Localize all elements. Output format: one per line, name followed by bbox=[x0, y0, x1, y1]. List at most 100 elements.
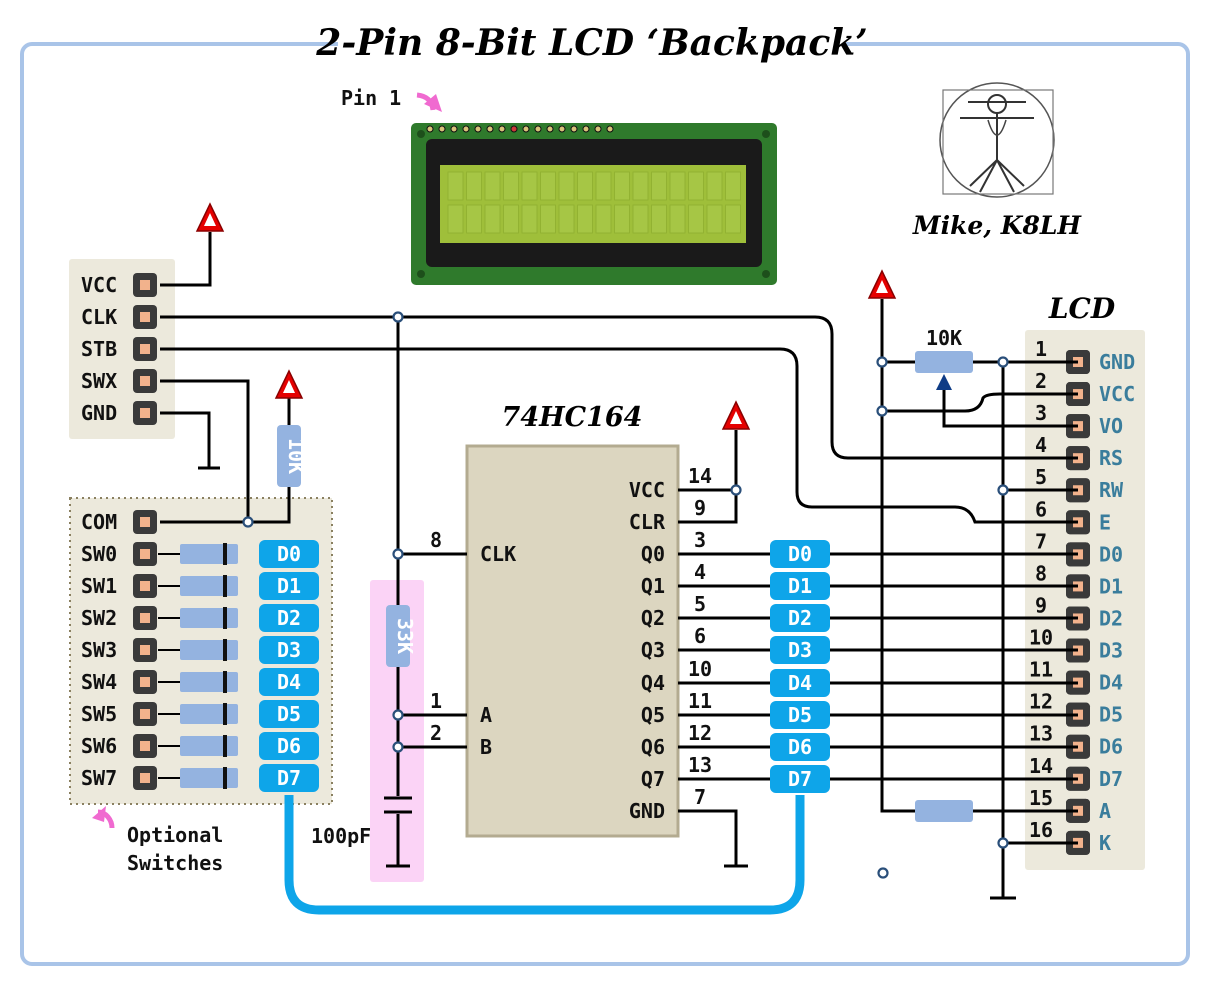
chip-pin-number: 4 bbox=[694, 560, 706, 584]
chip-pin-number: 14 bbox=[688, 464, 712, 488]
lcd-pin-label: A bbox=[1099, 799, 1111, 823]
switch-label: SW2 bbox=[81, 606, 117, 630]
chip-pin-label: CLR bbox=[629, 510, 666, 534]
pullup-resistor: 10K bbox=[277, 425, 308, 487]
lcd-module-icon bbox=[411, 123, 777, 285]
input-pin-label: GND bbox=[81, 401, 117, 425]
backlight-resistor bbox=[915, 800, 973, 822]
switch-bus-label: D3 bbox=[277, 638, 301, 662]
chip-bus-label: D5 bbox=[788, 703, 812, 727]
pin1-marker: Pin 1 bbox=[341, 86, 442, 112]
switch-label: SW3 bbox=[81, 638, 117, 662]
lcd-pin-label: D7 bbox=[1099, 767, 1123, 791]
lcd-pin-number: 10 bbox=[1029, 626, 1053, 650]
lcd-header-title: LCD bbox=[1048, 292, 1116, 325]
chip-pin-number: 1 bbox=[430, 689, 442, 713]
com-label: COM bbox=[81, 510, 117, 534]
chip-pin-label: Q2 bbox=[641, 606, 665, 630]
input-pin-label: SWX bbox=[81, 369, 117, 393]
switch-bus-pill: D5 bbox=[259, 700, 319, 728]
switch-bus-pill: D3 bbox=[259, 636, 319, 664]
chip-pin-number: 12 bbox=[688, 721, 712, 745]
chip-bus-pill: D6 bbox=[770, 733, 830, 761]
timing-resistor: 33K bbox=[386, 605, 417, 667]
chip-pin-label: Q5 bbox=[641, 703, 665, 727]
input-header-block bbox=[69, 259, 175, 439]
switch-bus-pill: D6 bbox=[259, 732, 319, 760]
lcd-pin-label: K bbox=[1099, 831, 1111, 855]
lcd-pin-label: RS bbox=[1099, 446, 1123, 470]
switch-bus-label: D4 bbox=[277, 670, 301, 694]
lcd-pin-label: D0 bbox=[1099, 542, 1123, 566]
chip-bus-label: D1 bbox=[788, 574, 812, 598]
diagram-title: 2-Pin 8-Bit LCD ‘Backpack’ bbox=[315, 22, 867, 64]
chip-bus-pill: D7 bbox=[770, 765, 830, 793]
lcd-pin-number: 11 bbox=[1029, 658, 1053, 682]
lcd-pin-label: E bbox=[1099, 510, 1111, 534]
pin1-label: Pin 1 bbox=[341, 86, 401, 110]
chip-pin-number: 11 bbox=[688, 689, 712, 713]
switch-bus-label: D5 bbox=[277, 702, 301, 726]
diode bbox=[180, 703, 238, 725]
chip-pin-label: CLK bbox=[480, 542, 516, 566]
input-pin-clk bbox=[133, 305, 157, 329]
junction-dot bbox=[392, 548, 404, 560]
chip-pin-label: Q3 bbox=[641, 638, 665, 662]
input-pin-label: VCC bbox=[81, 273, 117, 297]
chip-pin-label: Q1 bbox=[641, 574, 665, 598]
chip-pin-label: Q4 bbox=[641, 671, 665, 695]
chip-pin-label: Q7 bbox=[641, 767, 665, 791]
chip-pin-number: 5 bbox=[694, 592, 706, 616]
switch-bus-pill: D1 bbox=[259, 572, 319, 600]
lcd-pin-number: 4 bbox=[1035, 433, 1047, 457]
chip-name: 74HC164 bbox=[502, 402, 643, 433]
chip-bus-pill: D4 bbox=[770, 669, 830, 697]
chip-pin-label: Q6 bbox=[641, 735, 665, 759]
wire-swx bbox=[160, 379, 250, 522]
lcd-pin-label: GND bbox=[1099, 350, 1135, 374]
lcd-pin-number: 14 bbox=[1029, 754, 1053, 778]
lcd-pin-label: RW bbox=[1099, 478, 1124, 502]
junction-dot bbox=[392, 311, 404, 323]
chip-pin-number: 2 bbox=[430, 721, 442, 745]
lcd-pin-number: 2 bbox=[1035, 369, 1047, 393]
lcd-pin-label: VO bbox=[1099, 414, 1123, 438]
pink-arrow-icon bbox=[416, 92, 436, 111]
lcd-pin-number: 15 bbox=[1029, 786, 1053, 810]
wire-clk bbox=[160, 315, 1078, 460]
capacitor-value: 100pF bbox=[311, 824, 371, 848]
lcd-pin-label: D5 bbox=[1099, 703, 1123, 727]
chip-pin-label: Q0 bbox=[641, 542, 665, 566]
diode bbox=[180, 575, 238, 597]
switch-pin-sw5 bbox=[133, 702, 157, 726]
lcd-pin-number: 13 bbox=[1029, 722, 1053, 746]
lcd-pin-label: D2 bbox=[1099, 606, 1123, 630]
diode bbox=[180, 543, 238, 565]
lcd-pin-number: 9 bbox=[1035, 593, 1047, 617]
chip-pin-number: 8 bbox=[430, 528, 442, 552]
lcd-pin-number: 3 bbox=[1035, 401, 1047, 425]
switch-bus-label: D1 bbox=[277, 574, 301, 598]
com-pin bbox=[133, 510, 157, 534]
switch-label: SW6 bbox=[81, 734, 117, 758]
chip-pin-number: 7 bbox=[694, 785, 706, 809]
diode bbox=[180, 671, 238, 693]
junction-dot bbox=[392, 709, 404, 721]
switches-caption-line1: Optional bbox=[127, 823, 223, 847]
vitruvian-logo-icon bbox=[939, 82, 1055, 198]
chip-bus-label: D6 bbox=[788, 735, 812, 759]
wire-vcc-in bbox=[160, 232, 212, 287]
switch-pin-sw6 bbox=[133, 734, 157, 758]
junction-dot bbox=[392, 741, 404, 753]
switch-bus-label: D2 bbox=[277, 606, 301, 630]
chip-bus-pill: D0 bbox=[770, 540, 830, 568]
contrast-pot-value: 10K bbox=[926, 326, 962, 350]
switch-bus-pill: D4 bbox=[259, 668, 319, 696]
diode bbox=[180, 767, 238, 789]
chip-pin-number: 13 bbox=[688, 753, 712, 777]
wire-stb bbox=[160, 347, 1078, 524]
junction-dot bbox=[242, 516, 254, 528]
junction-dot bbox=[997, 484, 1009, 496]
input-pin-vcc bbox=[133, 273, 157, 297]
